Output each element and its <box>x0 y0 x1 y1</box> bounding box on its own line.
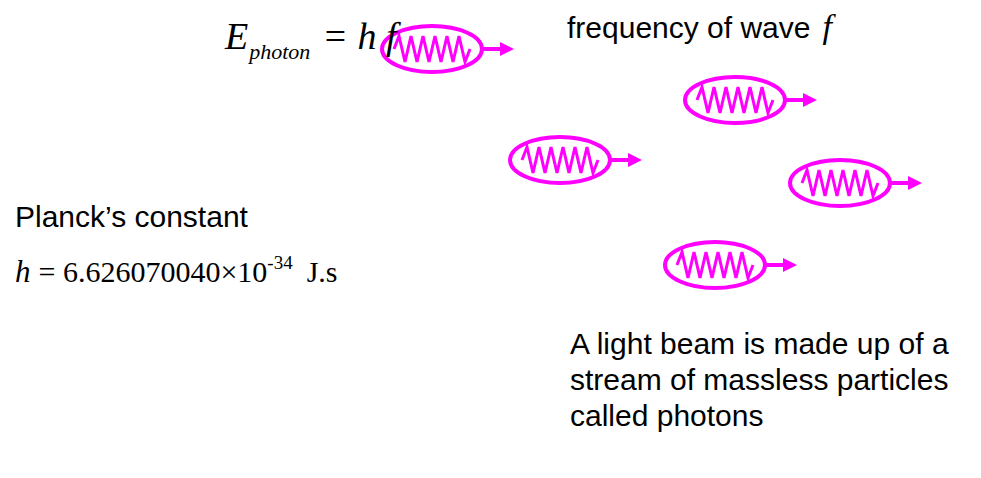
text-label: -34 <box>267 252 292 273</box>
photon <box>382 26 514 72</box>
text-label: frequency of wave <box>567 11 810 44</box>
text-label: Planck’s constant <box>15 200 248 233</box>
photon <box>665 242 797 288</box>
description-note: A light beam is made up of a stream of m… <box>570 326 975 434</box>
text-label: = h f <box>322 15 396 57</box>
text-label: J.s <box>307 255 338 288</box>
text-label: f <box>822 8 831 45</box>
text-label: photon <box>249 39 310 64</box>
constant-label: Planck’s constant <box>15 200 248 234</box>
energy-formula: Ephoton = h f <box>225 14 397 65</box>
text-label: h <box>15 254 31 289</box>
text-label: = 6.626070040×10 <box>39 255 268 288</box>
planck-value: h= 6.626070040×10-34 J.s <box>15 252 338 290</box>
text-label: E <box>225 15 248 57</box>
photon <box>685 77 817 123</box>
frequency-label: frequency of wave f <box>567 8 832 46</box>
photon <box>790 160 922 206</box>
text-label: A light beam is made up of a stream of m… <box>570 327 949 432</box>
photon <box>510 137 642 183</box>
